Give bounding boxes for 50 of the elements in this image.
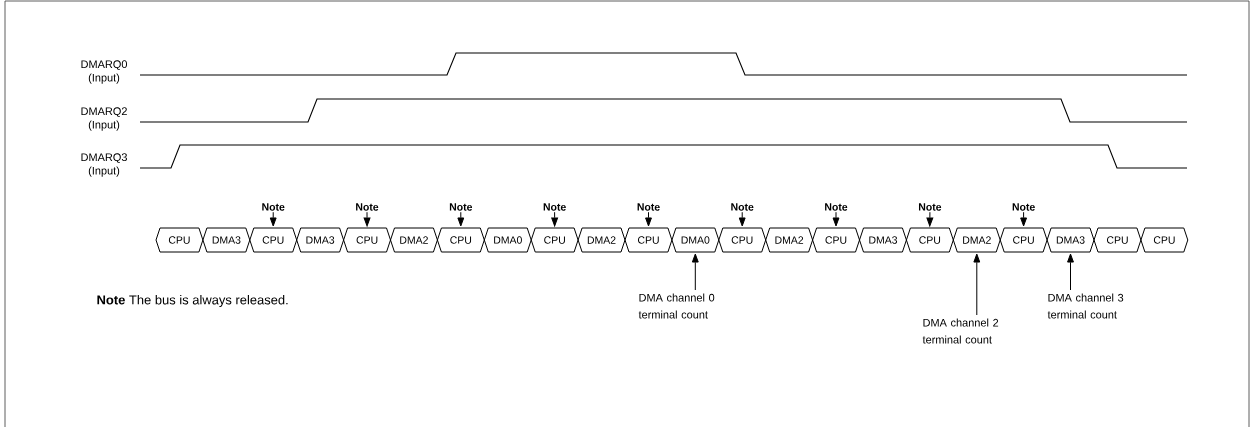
note-label: Note [637, 203, 660, 211]
arrow [457, 211, 465, 227]
bus-cycle-cell: CPU [343, 227, 391, 253]
arrow [832, 211, 840, 227]
bus-cycle-cell: DMA3 [202, 227, 251, 253]
bus-cycle-cell: CPU [718, 227, 767, 253]
annotation-text: DMA channel 3 terminal count [1047, 293, 1124, 319]
bus-cycle-cell: DMA0 [483, 227, 532, 253]
note-text: Note The bus is always released. [97, 294, 288, 308]
bus-cycle-cell: DMA3 [859, 227, 907, 253]
bus-cycle-cell: CPU [436, 227, 485, 253]
bus-cycle-cell: DMA2 [765, 227, 814, 253]
arrow [1020, 211, 1028, 227]
note-label: Note [262, 203, 285, 211]
bus-cycle-cell: CPU [624, 227, 673, 253]
note-label: Note [449, 203, 473, 211]
signal-label: DMARQ0 (Input) [81, 60, 127, 84]
note-label: Note [825, 203, 848, 211]
bus-cycle-cell: CPU [812, 227, 860, 253]
arrow [738, 211, 746, 227]
bus-cycle-cell: CPU [249, 227, 298, 253]
bus-cycle-cell: CPU [530, 227, 579, 253]
arrow [645, 211, 652, 227]
arrow [973, 253, 981, 316]
bus-cycle-cell: DMA0 [671, 227, 720, 253]
bus-cycle-cell: DMA2 [952, 227, 1001, 253]
bus-cycle-cell: CPU [905, 227, 954, 253]
bus-cycle-cell: CPU [155, 227, 204, 253]
annotation-text: DMA channel 0 terminal count [638, 293, 715, 319]
bus-cycle-cell: CPU [999, 227, 1048, 253]
bus-cycle-cell: DMA3 [1046, 227, 1095, 253]
signal-label: DMARQ3 (Input) [81, 153, 127, 177]
bus-cycle-cell: DMA2 [390, 227, 438, 253]
bus-cycle-cell: DMA2 [577, 227, 626, 253]
note-label: Note [1012, 203, 1035, 211]
bus-cycle-cell: CPU [1140, 227, 1189, 253]
note-label: Note [919, 203, 942, 211]
annotation-text: DMA channel 2 terminal count [922, 318, 999, 344]
note-label: Note [356, 203, 379, 211]
arrow [269, 211, 277, 227]
signal-label: DMARQ2 (Input) [81, 107, 127, 131]
arrow [926, 211, 934, 227]
arrow [1067, 253, 1074, 291]
bus-cycle-cell: DMA3 [296, 227, 345, 253]
note-label: Note [543, 203, 566, 211]
arrow [363, 211, 371, 227]
bus-cycle-cell: CPU [1093, 227, 1142, 253]
note-label: Note [731, 203, 754, 211]
arrow [551, 211, 559, 227]
arrow [691, 253, 699, 291]
